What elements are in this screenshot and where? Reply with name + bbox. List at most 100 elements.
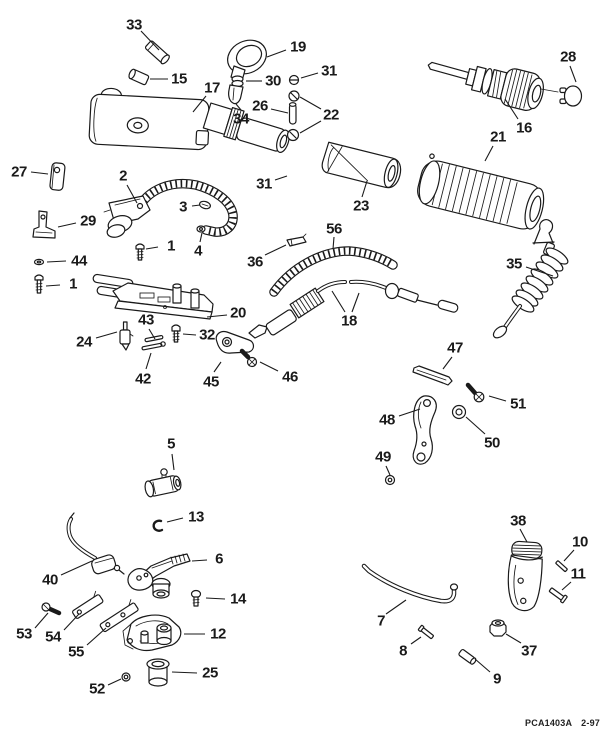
callout-25: 25 (202, 664, 218, 682)
part-24-sensor (119, 321, 134, 351)
part-44-washer (33, 258, 45, 266)
part-32-screw (171, 324, 181, 343)
callout-40: 40 (42, 571, 58, 589)
part-27-key-plate (49, 162, 66, 191)
part-33-pin (144, 40, 170, 65)
callout-38: 38 (510, 512, 526, 530)
callout-10: 10 (572, 533, 588, 551)
assembly-axis-line (540, 88, 559, 93)
callout-48: 48 (379, 411, 395, 429)
part-11-pin (548, 587, 568, 604)
callout-2: 2 (119, 167, 127, 185)
part-47-link-rod (412, 365, 453, 386)
part-8-pin (417, 624, 434, 640)
part-18-throttle-cable (248, 279, 459, 339)
part-35-lanyard-cord (492, 218, 569, 339)
part-12-mount-bracket (122, 614, 182, 652)
part-37-bushing (489, 619, 507, 637)
callout-45: 45 (203, 373, 219, 391)
callout-31: 31 (256, 175, 272, 193)
callout-37: 37 (521, 642, 537, 660)
part-9-pin (458, 649, 477, 665)
part-34-clevis (228, 84, 244, 105)
callout-11: 11 (570, 565, 586, 583)
part-53-screw (41, 602, 62, 616)
callout-1: 1 (69, 275, 77, 293)
callout-35: 35 (506, 255, 522, 273)
part-4-terminal (196, 225, 206, 233)
part-42-pin (141, 341, 166, 351)
callout-30: 30 (265, 72, 281, 90)
callout-55: 55 (68, 643, 84, 661)
figure-part-code: PCA1403A (525, 718, 573, 728)
callout-43: 43 (138, 311, 154, 329)
callout-27: 27 (11, 163, 27, 181)
part-29-bracket (32, 210, 56, 239)
callout-15: 15 (171, 70, 187, 88)
callout-21: 21 (490, 128, 506, 146)
callout-26: 26 (252, 97, 268, 115)
callout-42: 42 (135, 370, 151, 388)
part-55-link-strip (99, 599, 139, 633)
part-23-grip-sleeve (321, 141, 402, 189)
callout-33: 33 (126, 16, 142, 34)
part-25-bushing (146, 658, 170, 687)
part-17-handle-housing (88, 87, 290, 153)
part-22-screw-upper (288, 90, 300, 102)
part-28-cap (559, 85, 583, 107)
part-38-shift-handle (507, 540, 543, 612)
callout-16: 16 (516, 119, 532, 137)
part-20-mount-plate (92, 273, 214, 320)
callout-7: 7 (377, 612, 385, 630)
part-1-screw-b (34, 274, 44, 294)
callout-47: 47 (447, 339, 463, 357)
part-21-throttle-grip (417, 153, 545, 230)
callout-51: 51 (510, 395, 526, 413)
part-15-roller (128, 68, 150, 86)
callout-56: 56 (326, 220, 342, 238)
callout-14: 14 (230, 590, 246, 608)
part-31-screw-top (288, 74, 300, 86)
part-36-clip (286, 233, 307, 247)
callout-44: 44 (71, 252, 87, 270)
part-48-shift-lever (412, 395, 437, 465)
callout-20: 20 (230, 304, 246, 322)
callout-18: 18 (341, 312, 357, 330)
callout-5: 5 (167, 435, 175, 453)
callout-12: 12 (210, 625, 226, 643)
callout-32: 32 (199, 326, 215, 344)
part-1-screw-a (135, 243, 145, 261)
part-46-screw (239, 348, 258, 368)
part-54-link-strip (72, 590, 104, 619)
part-14-screw (190, 589, 202, 607)
part-49-washer (384, 474, 396, 486)
callout-8: 8 (399, 642, 407, 660)
callout-36: 36 (247, 253, 263, 271)
part-16-key-switch (427, 61, 544, 111)
part-51-screw (465, 382, 485, 403)
callout-4: 4 (194, 242, 202, 260)
part-19-pull-ring (227, 39, 267, 82)
part-3-connector (199, 200, 211, 210)
callout-31: 31 (321, 62, 337, 80)
callout-1: 1 (167, 237, 175, 255)
callout-29: 29 (80, 212, 96, 230)
callout-28: 28 (560, 48, 576, 66)
callout-50: 50 (484, 434, 500, 452)
figure-footer: PCA1403A 2-97 (525, 718, 600, 728)
part-7-shift-rod (361, 563, 459, 604)
part-50-washer (451, 404, 467, 420)
part-22-screw-lower (286, 128, 300, 142)
part-26-pin (288, 102, 297, 125)
part-52-nut (121, 672, 131, 682)
figure-revision-date: 2-97 (581, 718, 600, 728)
callout-22: 22 (323, 106, 339, 124)
part-2-switch-cable (103, 178, 238, 238)
callout-17: 17 (204, 79, 220, 97)
part-5-cable-anchor (144, 468, 182, 498)
callout-6: 6 (215, 550, 223, 568)
callout-34: 34 (233, 110, 249, 128)
